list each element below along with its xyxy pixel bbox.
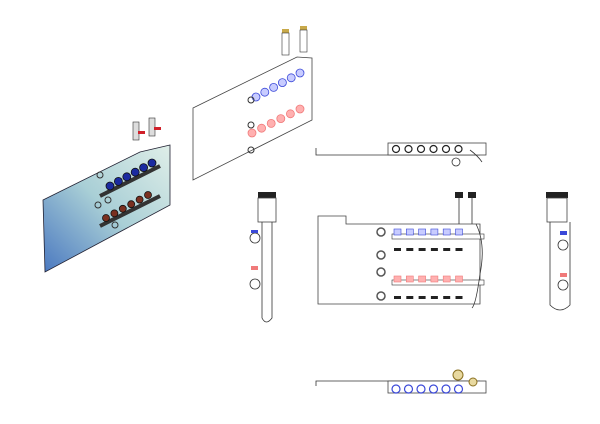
outlet-connector <box>418 248 426 251</box>
right-side-view <box>546 192 571 311</box>
plate-hole <box>376 267 386 277</box>
outlet-top <box>441 144 451 154</box>
mounting-plate-outline <box>192 56 313 181</box>
supply-valve-cap <box>130 167 140 177</box>
outlet-top <box>391 144 401 154</box>
isometric-outline-view <box>192 26 313 181</box>
return-flow-meter <box>144 191 152 199</box>
plate-hole <box>111 221 119 229</box>
left-side-view <box>249 192 277 323</box>
plate-hole <box>247 146 255 154</box>
supply-bar <box>99 164 161 198</box>
supply-valve-cap <box>430 228 439 236</box>
top-view <box>315 142 487 167</box>
return-flow-meter <box>110 209 119 218</box>
supply-valve-cap <box>260 87 270 97</box>
plate-hole <box>376 250 386 260</box>
supply-valve-cap <box>405 228 414 236</box>
outlet-top <box>454 144 463 154</box>
supply-valve-cap <box>277 78 287 87</box>
supply-valve-cap <box>269 83 279 92</box>
return-flow-meter <box>127 200 136 209</box>
supply-valve-cap <box>147 158 157 168</box>
supply-valve-cap <box>105 181 115 191</box>
outlet-top <box>416 144 426 154</box>
outlet-connector <box>455 248 463 251</box>
plate-hole <box>94 201 102 209</box>
bottom-view <box>315 369 487 394</box>
brass-fitting <box>300 26 307 30</box>
plate-hole <box>376 227 386 237</box>
outlet-top <box>429 144 438 154</box>
ball-valve <box>299 29 308 53</box>
ball-valve <box>281 32 290 56</box>
plate-hole <box>376 291 386 301</box>
return-flow-meter <box>405 275 414 283</box>
return-flow-meter <box>118 204 127 213</box>
return-flow-meter <box>430 275 439 283</box>
return-flow-meter <box>393 275 402 283</box>
outlet-top <box>404 144 413 154</box>
valve-handle <box>154 127 161 130</box>
supply-valve-cap <box>114 176 123 186</box>
outlet-connector <box>430 248 438 251</box>
outlet-connector <box>443 296 451 299</box>
return-flow-meter <box>247 128 257 138</box>
outlet-connector <box>394 248 401 251</box>
outlet-connector <box>406 248 414 251</box>
outlet-connector <box>430 296 438 299</box>
return-flow-meter <box>455 275 463 283</box>
valve-handle <box>138 131 145 134</box>
plate-hole <box>247 121 255 129</box>
plate-hole <box>104 196 112 204</box>
outlet-connector <box>394 296 401 299</box>
plate-hole <box>96 171 104 179</box>
outlet-connector <box>406 296 414 299</box>
outlet-bottom <box>428 384 439 394</box>
outlet-bottom <box>416 384 426 394</box>
return-flow-meter <box>257 123 267 133</box>
outlet-connector <box>443 248 451 251</box>
plate-hole <box>247 96 255 104</box>
outlet-bottom <box>391 384 401 394</box>
supply-valve-cap <box>251 92 261 102</box>
supply-valve-cap <box>139 163 149 173</box>
return-flow-meter <box>276 114 286 123</box>
supply-valve-cap <box>393 228 402 236</box>
supply-valve-cap <box>418 228 426 236</box>
supply-valve-cap <box>122 172 132 182</box>
isometric-shaded-view <box>42 117 171 273</box>
outlet-bottom <box>453 384 464 394</box>
return-bar <box>99 194 161 228</box>
return-flow-meter <box>295 104 305 114</box>
outlet-connector <box>455 296 463 299</box>
supply-valve-cap <box>286 73 296 83</box>
supply-valve-cap <box>295 68 305 78</box>
return-flow-meter <box>135 195 144 204</box>
supply-valve-cap <box>455 228 463 236</box>
return-flow-meter <box>442 275 451 283</box>
return-flow-meter <box>285 109 295 119</box>
outlet-bottom <box>403 384 414 394</box>
front-view <box>317 192 485 309</box>
outlet-bottom <box>441 384 451 394</box>
return-flow-meter <box>102 214 110 222</box>
outlet-connector <box>418 296 426 299</box>
return-flow-meter <box>266 119 276 128</box>
supply-valve-cap <box>442 228 451 236</box>
return-flow-meter <box>418 275 426 283</box>
brass-fitting <box>282 29 289 33</box>
